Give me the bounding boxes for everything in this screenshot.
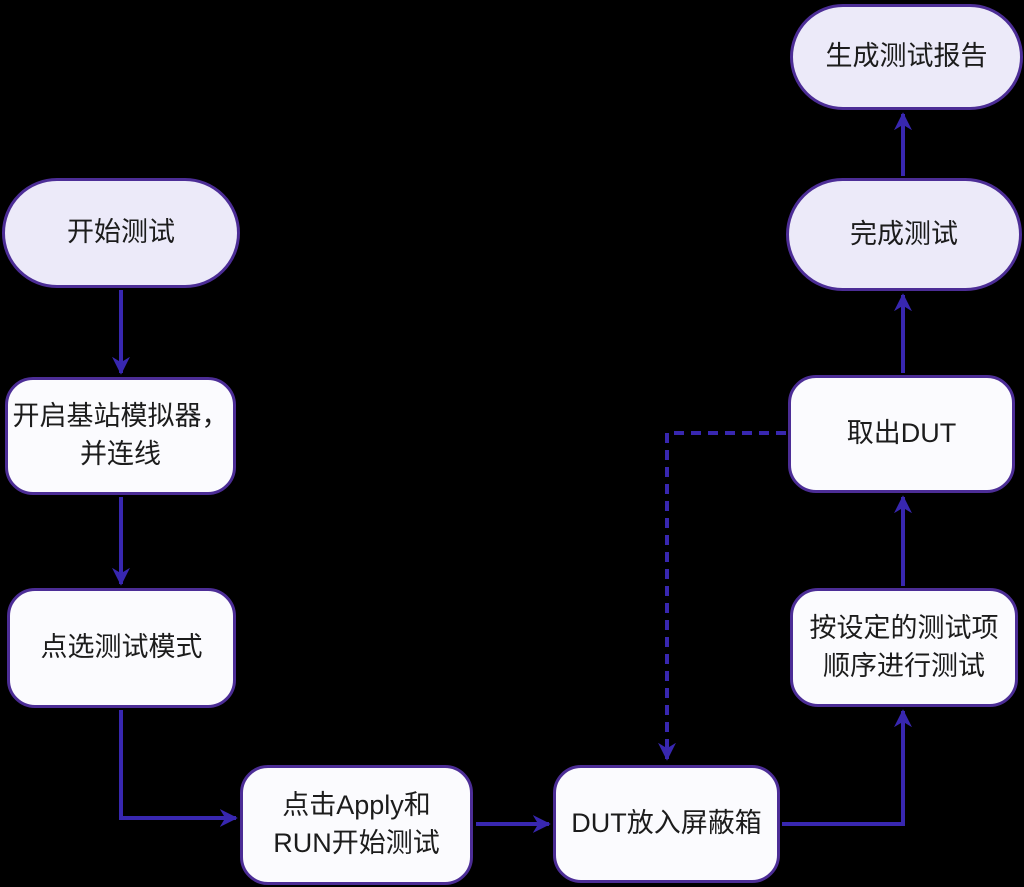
node-finish-test-label: 完成测试: [850, 218, 958, 249]
edge-take-out-dut-to-dut-into-box-loop: [658, 431, 786, 761]
node-open-base-station-simulator: 开启基站模拟器， 并连线: [5, 377, 236, 495]
node-open-base-station-simulator-label: 开启基站模拟器， 并连线: [12, 401, 229, 469]
node-take-out-dut-label: 取出DUT: [846, 418, 957, 449]
edge-dut-into-box-to-run-tests: [782, 709, 912, 826]
node-start-test-label: 开始测试: [67, 217, 175, 248]
node-generate-report: 生成测试报告: [790, 4, 1023, 110]
node-dut-into-shield-box-label: DUT放入屏蔽箱: [571, 808, 762, 839]
edge-select-mode-to-click-apply-run: [119, 710, 238, 827]
node-take-out-dut: 取出DUT: [788, 375, 1015, 493]
node-click-apply-and-run: 点击Apply和 RUN开始测试: [240, 765, 473, 885]
node-click-apply-and-run-label: 点击Apply和 RUN开始测试: [273, 790, 440, 858]
node-generate-report-label: 生成测试报告: [825, 41, 988, 72]
node-select-test-mode: 点选测试模式: [7, 588, 236, 708]
node-select-test-mode-label: 点选测试模式: [40, 632, 203, 663]
node-run-tests-in-order-label: 按设定的测试项 顺序进行测试: [809, 612, 999, 681]
node-dut-into-shield-box: DUT放入屏蔽箱: [553, 765, 780, 883]
node-start-test: 开始测试: [2, 178, 240, 288]
node-run-tests-in-order: 按设定的测试项 顺序进行测试: [790, 588, 1018, 707]
node-finish-test: 完成测试: [786, 178, 1022, 291]
